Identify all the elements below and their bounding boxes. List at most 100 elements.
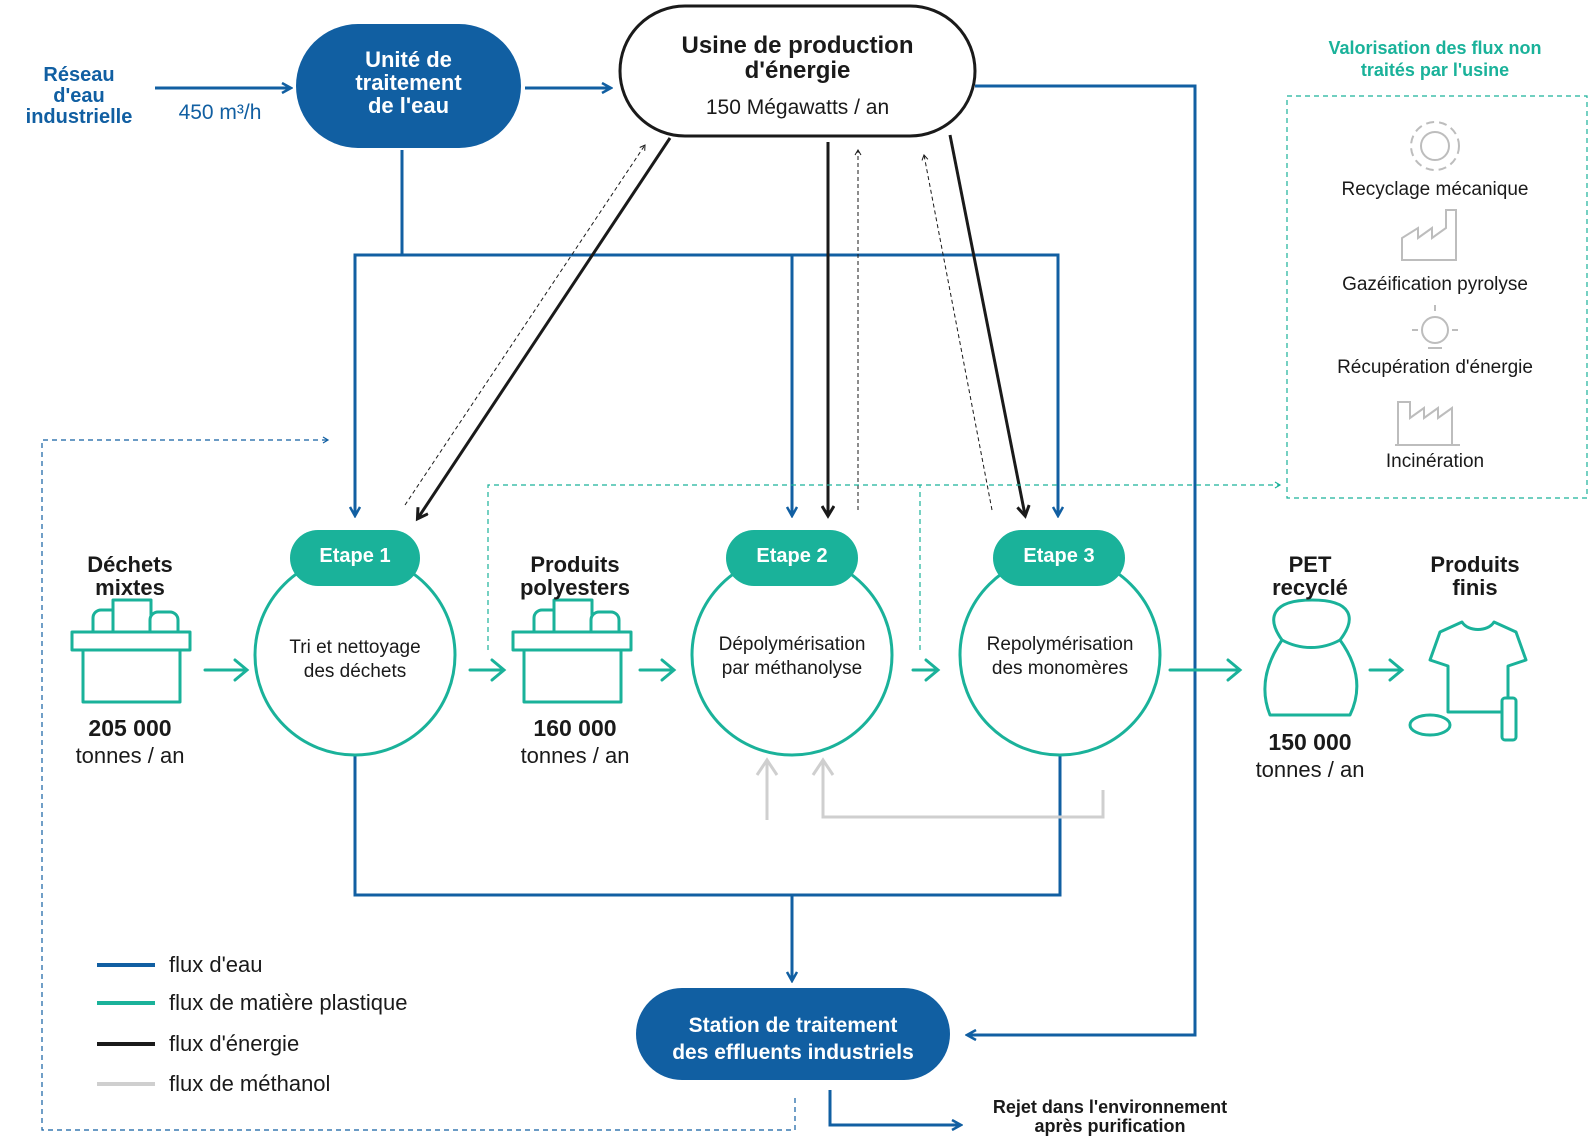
material-2-title-line-1: Produits (530, 552, 620, 577)
methanol-flows (755, 757, 1105, 820)
water-flows (155, 84, 1197, 1125)
water-unit-label: Unité de traitement de l'eau (296, 48, 521, 117)
step3-badge-bg (993, 530, 1125, 586)
step-badges (290, 530, 1125, 586)
valorisation-box (1286, 95, 1588, 499)
step3-label: Repolymérisation des monomères (970, 633, 1150, 681)
step1-badge: Etape 1 (319, 545, 391, 567)
effluent-recirc (41, 436, 796, 1131)
material-1-title: Déchets mixtes (60, 553, 200, 599)
step2-line-2: par méthanolyse (721, 657, 863, 679)
legend-label-energy: flux d'énergie (169, 1031, 300, 1056)
material-3-amount: 150 000 (1268, 729, 1352, 755)
effluent-station-line-1: Station de traitement (688, 1014, 898, 1037)
debit-label: 450 m³/h (178, 101, 262, 124)
rejection-line-2: après purification (1034, 1115, 1186, 1136)
plant-to-station (968, 84, 1197, 1035)
effluent-station-line-2: des effluents industriels (672, 1041, 914, 1065)
step2-badge-bg (726, 530, 858, 586)
water-to-step2 (402, 253, 792, 515)
material-3-title: PET recyclé (1240, 553, 1380, 599)
legend-swatch-methanol (97, 1082, 155, 1086)
water-to-step3 (792, 253, 1058, 515)
side-panel-title-line-1: Valorisation des flux non (1328, 38, 1542, 58)
legend-item-water: flux d'eau (97, 952, 263, 978)
step3-return (921, 154, 993, 511)
methanol-in-head (755, 757, 779, 776)
methanol-recycle-head (811, 757, 835, 776)
energy-plant-line-2: d'énergie (744, 57, 851, 85)
flow-arrow-5-head (1226, 658, 1243, 682)
factory-icon (1401, 209, 1457, 261)
legend-label-methanol: flux de méthanol (169, 1071, 331, 1096)
sack-icon (1263, 598, 1359, 717)
gear-icon (1410, 121, 1460, 171)
legend-swatch-water (97, 963, 155, 967)
step3-line-1: Repolymérisation (986, 634, 1134, 655)
step2-line-1: Dépolymérisation (718, 634, 866, 655)
energy-plant-value: 150 Mégawatts / an (705, 96, 890, 119)
effluent-station-box (636, 988, 950, 1080)
step1-return (404, 144, 646, 506)
step1-badge-bg (290, 530, 420, 586)
energy-plant-box (618, 4, 977, 138)
flow-arrow-3-head (660, 658, 677, 682)
step2-label: Dépolymérisation par méthanolyse (702, 633, 882, 681)
flow-arrow-1-head (233, 658, 250, 682)
legend-swatch-energy (97, 1042, 155, 1046)
material-1-unit: tonnes / an (75, 743, 185, 768)
material-3-title-line-1: PET (1288, 552, 1332, 577)
legend-label-plastic: flux de matière plastique (169, 990, 408, 1015)
flow-arrow-4-head (924, 658, 941, 682)
energy-plant-line-1: Usine de production (681, 32, 914, 59)
step3-badge: Etape 3 (1023, 545, 1095, 567)
legend-item-energy: flux d'énergie (97, 1031, 299, 1057)
plastic-to-valorisation (487, 481, 1282, 650)
material-1-amount: 205 000 (88, 715, 172, 741)
side-panel-title: Valorisation des flux non traités par l'… (1290, 38, 1580, 81)
rejection-line-1: Rejet dans l'environnement (992, 1097, 1228, 1117)
material-3-title-line-2: recyclé (1272, 575, 1348, 601)
reseau-line-3: industrielle (25, 106, 133, 128)
water-unit-line-3: de l'eau (367, 93, 450, 119)
energy-flows (418, 134, 1025, 518)
flow-arrow-2-head (490, 658, 507, 682)
reseau-line-1: Réseau (43, 64, 115, 86)
water-to-step1 (355, 150, 404, 515)
material-2-unit: tonnes / an (520, 743, 630, 768)
tshirt-icon (1408, 620, 1528, 742)
basket-icon-2 (511, 598, 633, 704)
steps-to-collector (353, 755, 1062, 897)
material-2-title-line-2: polyesters (519, 575, 631, 601)
methanol-recycle (821, 762, 1105, 819)
station-to-environment (828, 1090, 960, 1125)
step1-line-2: des déchets (303, 660, 407, 682)
side-item-incineration: Incinération (1385, 451, 1485, 472)
energy-to-step1 (418, 137, 672, 518)
energy-return-flows (404, 144, 993, 511)
material-4-title: Produits finis (1405, 553, 1545, 599)
energy-to-step3 (948, 134, 1025, 515)
material-4-title-line-1: Produits (1430, 552, 1520, 577)
legend-item-plastic: flux de matière plastique (97, 990, 407, 1016)
side-item-gazeification: Gazéification pyrolyse (1342, 274, 1528, 295)
material-4-title-line-2: finis (1452, 575, 1498, 601)
basket-icon (70, 598, 192, 704)
step1-line-1: Tri et nettoyage (289, 637, 421, 658)
side-dashed-flows (41, 95, 1588, 1131)
material-2-title: Produits polyesters (500, 553, 650, 599)
material-2-amount: 160 000 (533, 715, 617, 741)
flow-arrow-6-head (1388, 658, 1405, 682)
plastic-flows (203, 658, 1405, 682)
step3-line-2: des monomères (991, 657, 1129, 679)
legend-label-water: flux d'eau (169, 952, 263, 977)
reseau-label: Réseau d'eau industrielle (20, 65, 138, 128)
rejection-label: Rejet dans l'environnement après purific… (975, 1098, 1245, 1136)
side-item-recyclage: Recyclage mécanique (1341, 179, 1529, 200)
side-item-recuperation: Récupération d'énergie (1337, 357, 1533, 378)
material-3-unit: tonnes / an (1255, 757, 1365, 782)
water-unit-box (296, 24, 521, 148)
material-1-title-line-2: mixtes (95, 575, 165, 601)
legend-item-methanol: flux de méthanol (97, 1071, 330, 1097)
energy-plant-title: Usine de production d'énergie (620, 32, 975, 85)
